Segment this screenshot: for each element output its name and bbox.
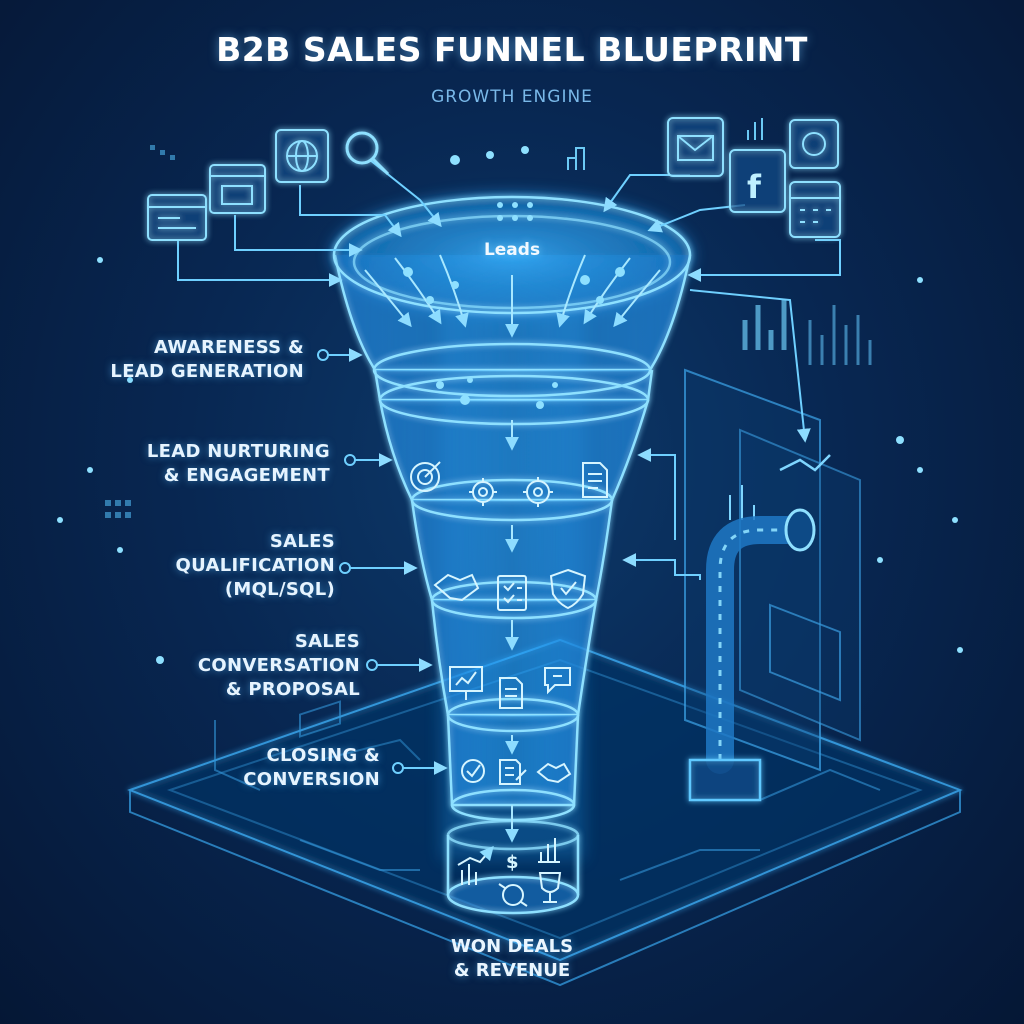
- globe-icon: [275, 129, 329, 183]
- presentation-icon: [449, 666, 483, 700]
- return-connectors: [622, 448, 701, 580]
- stage-label-nurturing: LEAD NURTURING & ENGAGEMENT: [80, 440, 330, 488]
- stage-label-line: SALES: [294, 631, 360, 652]
- money-cycle-icon: [498, 883, 528, 907]
- document-icon: [582, 462, 608, 498]
- document-icon: [499, 677, 523, 709]
- facebook-glyph: f: [747, 168, 762, 206]
- search-icon: [345, 131, 390, 176]
- gear-icon: [469, 478, 497, 506]
- page-subtitle: GROWTH ENGINE: [431, 87, 593, 107]
- chat-icon: [789, 119, 839, 169]
- email-icon: [667, 117, 724, 177]
- chat-bubbles-icon: [544, 667, 571, 695]
- output-label: WON DEALS & REVENUE: [372, 935, 652, 983]
- pipe: [688, 508, 816, 802]
- trophy-icon: [538, 872, 562, 903]
- stage-label-line: SALES: [269, 531, 335, 552]
- stage-label-line: & ENGAGEMENT: [163, 465, 330, 486]
- output-label-line: & REVENUE: [453, 960, 571, 981]
- page-title: B2B SALES FUNNEL BLUEPRINT: [216, 30, 808, 69]
- handshake-icon: [433, 573, 480, 602]
- checklist-icon: [497, 575, 527, 611]
- particles: [57, 146, 963, 664]
- output-label-line: WON DEALS: [450, 936, 574, 957]
- bar-chart-icon: [538, 838, 560, 863]
- stage-label-qualification: SALES QUALIFICATION (MQL/SQL): [120, 530, 335, 602]
- facebook-icon: [729, 149, 786, 213]
- stage-label-conversation: SALES CONVERSATION & PROPOSAL: [140, 630, 360, 702]
- shield-check-icon: [549, 568, 587, 610]
- stage-label-line: LEAD NURTURING: [146, 441, 330, 462]
- left-deco-squares: [105, 145, 175, 518]
- stage-label-line: & PROPOSAL: [225, 679, 360, 700]
- settings-gear-icon: [523, 477, 553, 507]
- target-icon: [410, 461, 441, 492]
- stage-connectors: [317, 348, 448, 775]
- flow-arrows: [364, 254, 661, 843]
- check-circle-icon: [461, 759, 485, 783]
- calendar-icon: [789, 181, 841, 238]
- dollar-icon: $: [506, 852, 519, 873]
- stage-label-line: QUALIFICATION: [175, 555, 335, 576]
- stage-label-line: LEAD GENERATION: [110, 361, 304, 382]
- stage-label-awareness: AWARENESS & LEAD GENERATION: [60, 336, 304, 384]
- stage-label-line: CONVERSATION: [197, 655, 360, 676]
- signed-contract-icon: [499, 759, 527, 785]
- handshake-icon: [536, 762, 572, 784]
- stage-label-closing: CLOSING & CONVERSION: [180, 744, 380, 792]
- stage-label-line: CLOSING &: [266, 745, 380, 766]
- small-bar-chart-icon: [567, 118, 763, 170]
- growth-chart-icon: [457, 845, 494, 885]
- stage-label-line: (MQL/SQL): [224, 579, 335, 600]
- stage-label-line: AWARENESS &: [154, 337, 304, 358]
- funnel-input-label: Leads: [483, 240, 541, 260]
- video-page-icon: [209, 164, 266, 214]
- stage-label-line: CONVERSION: [243, 769, 380, 790]
- webpage-icon: [147, 194, 207, 241]
